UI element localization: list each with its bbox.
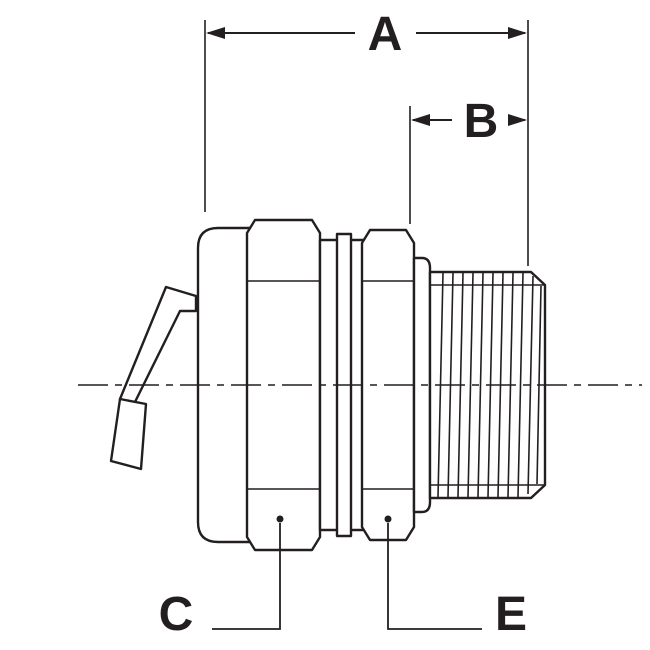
callout-e-label: E bbox=[495, 588, 527, 641]
dimension-a-label: A bbox=[368, 8, 403, 61]
leader-line bbox=[387, 523, 482, 630]
release-clip-foot bbox=[109, 397, 148, 471]
arrowhead-left bbox=[206, 27, 225, 39]
leader-line bbox=[212, 523, 281, 630]
callout-c: C bbox=[159, 515, 284, 641]
body-cap bbox=[196, 226, 262, 544]
fitting-body bbox=[109, 218, 547, 552]
arrowhead-right bbox=[508, 27, 527, 39]
dimension-b-label: B bbox=[464, 95, 499, 148]
callout-c-label: C bbox=[159, 588, 194, 641]
dimension-b: B bbox=[409, 95, 527, 224]
callout-e: E bbox=[384, 515, 527, 641]
arrowhead-left bbox=[411, 114, 430, 126]
release-clip bbox=[109, 285, 198, 471]
leader-dot bbox=[276, 515, 284, 523]
release-clip-arm bbox=[118, 285, 198, 408]
leader-dot bbox=[384, 515, 392, 523]
arrowhead-right bbox=[508, 114, 527, 126]
dimension-a: A bbox=[204, 8, 529, 266]
